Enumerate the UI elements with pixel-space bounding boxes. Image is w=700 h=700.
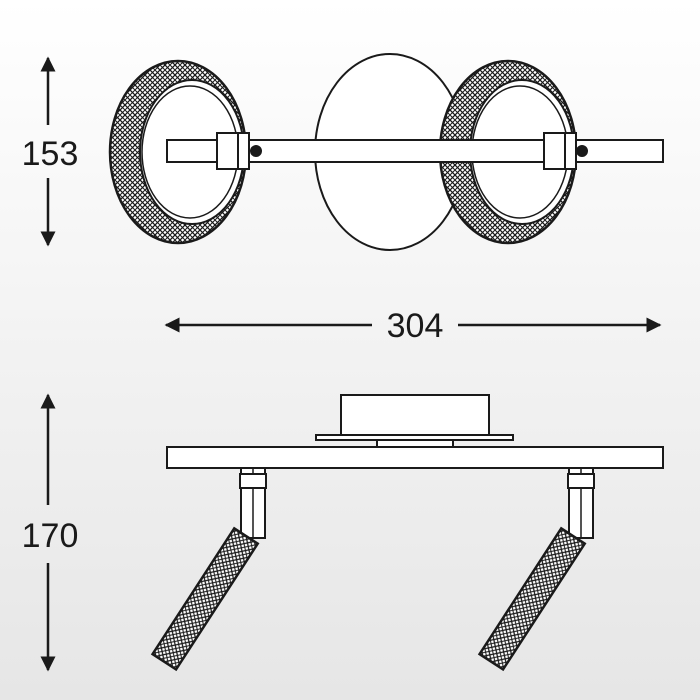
width-label: 304: [387, 307, 444, 345]
top-view: [108, 53, 664, 251]
right-clamp: [543, 132, 588, 170]
left-clamp: [216, 132, 262, 170]
height-top-label: 153: [22, 135, 79, 173]
left-spotlight: [150, 467, 267, 672]
width-dimension: 304: [164, 307, 662, 345]
canopy: [340, 394, 490, 438]
height-dimension-top: 153: [22, 56, 79, 247]
height-side-label: 170: [22, 517, 79, 555]
right-spotlight: [477, 467, 595, 672]
side-view: [150, 394, 664, 672]
height-dimension-side: 170: [22, 393, 79, 672]
side-bar: [166, 446, 664, 469]
top-bar: [166, 139, 664, 163]
